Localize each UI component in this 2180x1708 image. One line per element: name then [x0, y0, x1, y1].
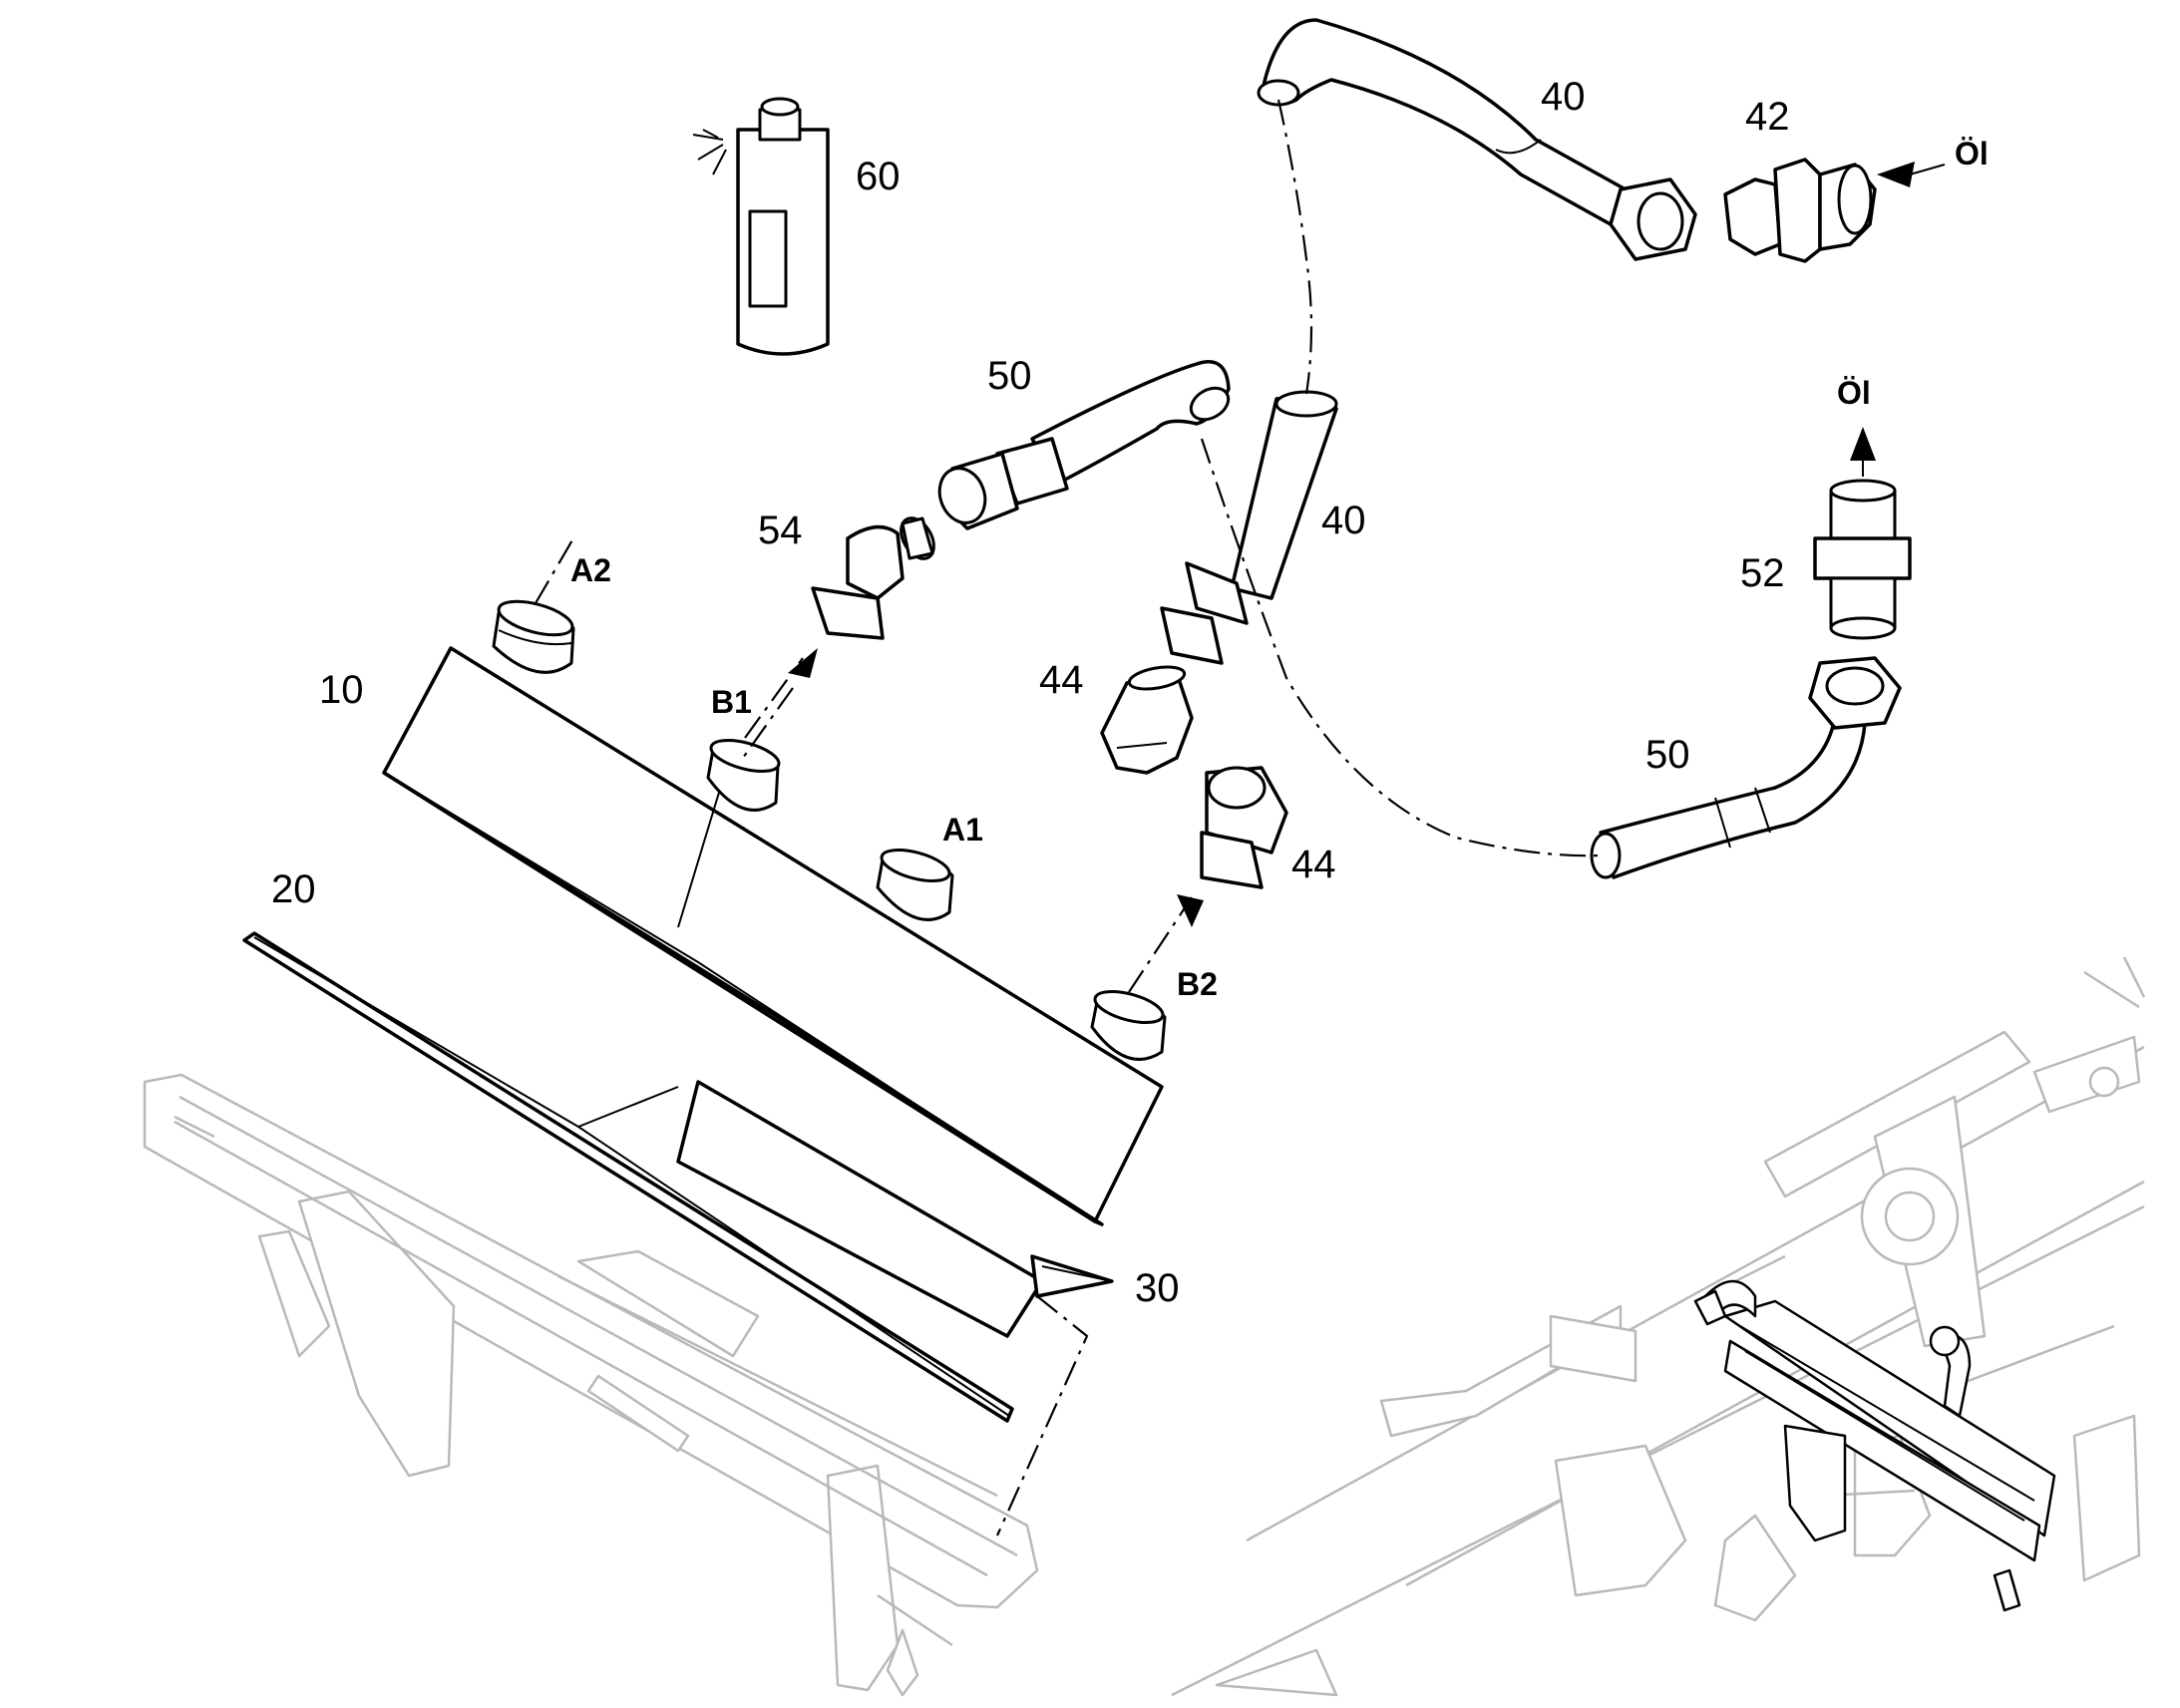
- port-a2-fitting: [492, 599, 575, 674]
- label-part-60: 60: [856, 155, 901, 198]
- label-part-50-top: 50: [987, 354, 1032, 398]
- label-part-40-top: 40: [1541, 75, 1586, 119]
- part-30-bracket: [1030, 1254, 1114, 1298]
- port-b1-fitting: [706, 739, 781, 812]
- elbow-fitting-44-b: [1200, 766, 1288, 889]
- label-port-b1: B1: [711, 684, 752, 720]
- label-part-30: 30: [1135, 1266, 1180, 1310]
- port-b2-fitting: [1090, 990, 1167, 1061]
- label-part-40-mid: 40: [1321, 499, 1366, 542]
- label-part-42: 42: [1745, 95, 1790, 139]
- spray-can: [692, 97, 830, 356]
- installed-cooler-inset: [1693, 1279, 2056, 1612]
- label-part-44-bottom: 44: [1291, 843, 1336, 886]
- hose-50-lower: [1590, 656, 1902, 879]
- hose-40-lower: [1160, 390, 1338, 665]
- cooler-block: [382, 599, 1167, 1338]
- oil-outlet-arrow: [1850, 427, 1876, 461]
- label-port-a1: A1: [942, 812, 983, 848]
- label-oil-inlet: Öl: [1955, 136, 1989, 171]
- label-part-54: 54: [758, 509, 803, 552]
- part-labels: 10 20 30 40 40 42 44 44 50 50 52 54 60 A…: [271, 75, 1989, 1310]
- hose-40-upper: [1257, 18, 1697, 261]
- label-oil-outlet: Öl: [1837, 375, 1871, 411]
- label-part-52: 52: [1740, 551, 1785, 595]
- label-port-a2: A2: [570, 552, 611, 588]
- hose-50-upper: [937, 360, 1231, 530]
- chassis-inset-background: [1171, 956, 2146, 1697]
- frame-bracket-background: [143, 1073, 1039, 1697]
- label-part-44-top: 44: [1039, 658, 1084, 702]
- label-part-20: 20: [271, 867, 316, 911]
- fitting-42: [1723, 158, 1877, 263]
- b2-flow-arrow: [1177, 894, 1204, 927]
- elbow-fitting-44-a: [1100, 665, 1194, 775]
- assembly-lines: [535, 99, 1602, 1537]
- oil-inlet-arrow: [1877, 162, 1915, 187]
- label-port-b2: B2: [1177, 966, 1218, 1002]
- label-part-10: 10: [319, 668, 364, 712]
- label-part-50-right: 50: [1645, 733, 1690, 777]
- port-a1-fitting: [876, 849, 954, 921]
- b1-flow-arrow: [788, 648, 818, 678]
- flow-arrows: [742, 162, 1946, 927]
- fitting-52: [1813, 479, 1912, 640]
- elbow-fitting-54: [811, 516, 935, 640]
